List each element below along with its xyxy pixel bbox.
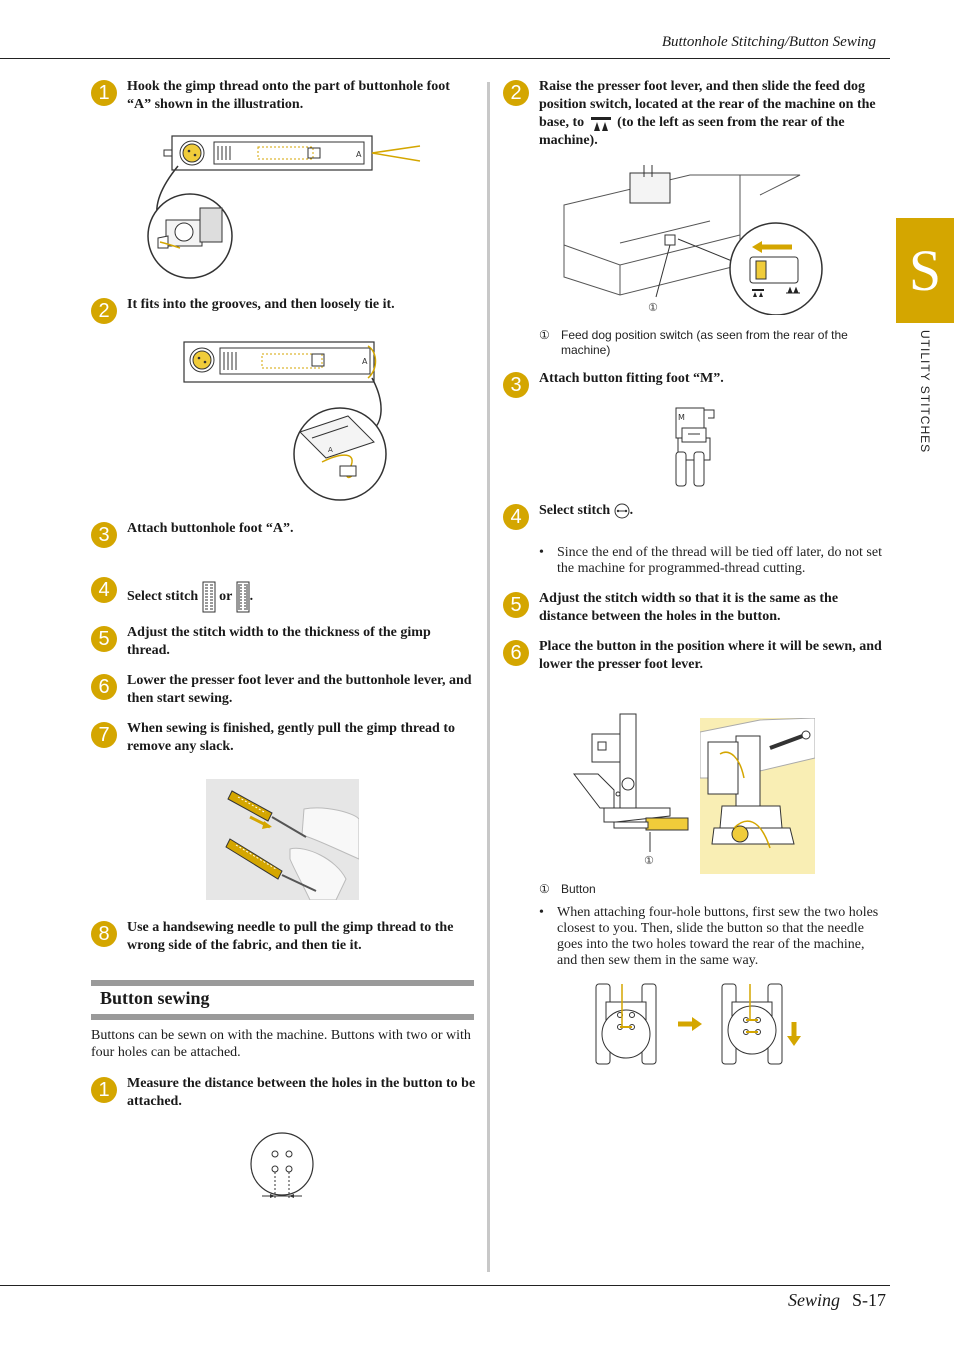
note-four-hole-buttons: When attaching four-hole buttons, first … xyxy=(539,905,884,969)
step-text-before: Select stitch xyxy=(127,589,199,605)
step-text: Measure the distance between the holes i… xyxy=(127,1076,476,1109)
buttonhole-stitch-a-icon[interactable] xyxy=(202,581,216,613)
running-header: Buttonhole Stitching/Button Sewing xyxy=(661,34,876,50)
step-5-left: 5 Adjust the stitch width to the thickne… xyxy=(91,624,476,660)
pull-gimp-thread-photo xyxy=(206,779,359,900)
step-text: Attach buttonhole foot “A”. xyxy=(127,521,294,536)
step-3-right: 3 Attach button fitting foot “M”. xyxy=(503,370,888,398)
step-text-or: or xyxy=(219,589,233,605)
step-text: Adjust the stitch width so that it is th… xyxy=(539,591,839,624)
step-3-left: 3 Attach buttonhole foot “A”. xyxy=(91,520,476,548)
step-text-before: Select stitch xyxy=(539,503,611,518)
step-number: 7 xyxy=(91,722,117,748)
step-number: 6 xyxy=(503,640,529,666)
step-number: 4 xyxy=(91,577,117,603)
column-divider xyxy=(487,82,490,1272)
callout-text: Button xyxy=(561,882,596,896)
svg-text:A: A xyxy=(362,357,368,366)
chapter-label: UTILITY STITCHES xyxy=(918,330,932,454)
step-1-button: 1 Measure the distance between the holes… xyxy=(91,1075,476,1111)
header-rule xyxy=(0,58,890,59)
callout-feed-dog-switch: ① Feed dog position switch (as seen from… xyxy=(539,328,879,358)
step-2-left: 2 It fits into the grooves, and then loo… xyxy=(91,296,476,324)
step-text: It fits into the grooves, and then loose… xyxy=(127,297,395,312)
gimp-thread-tied-illustration: A A xyxy=(183,341,387,501)
callout-mark: ① xyxy=(539,328,550,342)
step-number: 5 xyxy=(503,592,529,618)
step-number: 6 xyxy=(91,674,117,700)
step-text: Hook the gimp thread onto the part of bu… xyxy=(127,79,450,112)
callout-mark-2: ① xyxy=(644,854,654,867)
step-8-left: 8 Use a handsewing needle to pull the gi… xyxy=(91,919,476,955)
button-under-foot-photo xyxy=(700,718,815,874)
step-number: 4 xyxy=(503,504,529,530)
callout-text: Feed dog position switch (as seen from t… xyxy=(561,328,848,357)
step-6-left: 6 Lower the presser foot lever and the b… xyxy=(91,672,476,708)
step-number: 3 xyxy=(503,372,529,398)
foot-letter-a: A xyxy=(356,150,362,159)
step-number: 2 xyxy=(503,80,529,106)
step-number: 5 xyxy=(91,626,117,652)
chapter-tab: S xyxy=(896,218,954,323)
step-1-left: 1 Hook the gimp thread onto the part of … xyxy=(91,78,476,114)
step-text-after: . xyxy=(249,589,254,605)
section-bar-top xyxy=(91,980,474,986)
section-bar-bottom xyxy=(91,1014,474,1020)
step-text: Adjust the stitch width to the thickness… xyxy=(127,625,431,658)
button-under-foot-side-illustration: ① xyxy=(572,713,689,867)
four-hole-button-sequence-illustration xyxy=(595,983,801,1065)
button-hole-distance-illustration xyxy=(250,1132,314,1200)
callout-mark: ① xyxy=(539,882,550,896)
callout-mark-1: ① xyxy=(648,301,658,314)
footer-section: Sewing xyxy=(787,1290,840,1310)
foot-letter-m: M xyxy=(678,413,685,422)
step-text: Place the button in the position where i… xyxy=(539,639,882,672)
step-text-after: . xyxy=(629,503,634,518)
step-number: 1 xyxy=(91,1077,117,1103)
step-text: Use a handsewing needle to pull the gimp… xyxy=(127,920,454,953)
feed-dog-switch-illustration: ① xyxy=(563,165,823,315)
button-sewing-stitch-icon[interactable] xyxy=(614,503,630,519)
page-number: S-17 xyxy=(851,1290,886,1310)
svg-text:A: A xyxy=(328,446,333,454)
feed-dog-lowered-icon xyxy=(590,117,611,131)
note-thread-cutting: Since the end of the thread will be tied… xyxy=(539,545,882,577)
section-title: Button sewing xyxy=(100,988,210,1008)
step-7-left: 7 When sewing is finished, gently pull t… xyxy=(91,720,476,756)
step-text: When sewing is finished, gently pull the… xyxy=(127,721,456,754)
step-text-after: (to the left as seen from the rear of th… xyxy=(539,115,845,149)
button-fitting-foot-m-illustration: M xyxy=(675,407,715,487)
step-4-right: 4 Select stitch . xyxy=(503,502,888,530)
buttonhole-foot-hook-illustration: A xyxy=(147,135,421,279)
step-5-right: 5 Adjust the stitch width so that it is … xyxy=(503,590,888,626)
buttonhole-stitch-b-icon[interactable] xyxy=(236,581,250,613)
step-number: 2 xyxy=(91,298,117,324)
step-text: Lower the presser foot lever and the but… xyxy=(127,673,472,706)
step-number: 8 xyxy=(91,921,117,947)
step-4-left: 4 Select stitch or . xyxy=(91,575,476,613)
step-text: Attach button fitting foot “M”. xyxy=(539,371,724,386)
step-6-right: 6 Place the button in the position where… xyxy=(503,638,888,674)
callout-button: ① Button xyxy=(539,882,879,897)
step-text-before: Raise the presser foot lever, and then s… xyxy=(539,79,876,131)
page-footer: Sewing S-17 xyxy=(788,1290,886,1311)
step-number: 3 xyxy=(91,522,117,548)
step-2-right: 2 Raise the presser foot lever, and then… xyxy=(503,78,888,150)
section-intro: Buttons can be sewn on with the machine.… xyxy=(91,1028,471,1060)
footer-rule xyxy=(0,1285,890,1286)
step-number: 1 xyxy=(91,80,117,106)
